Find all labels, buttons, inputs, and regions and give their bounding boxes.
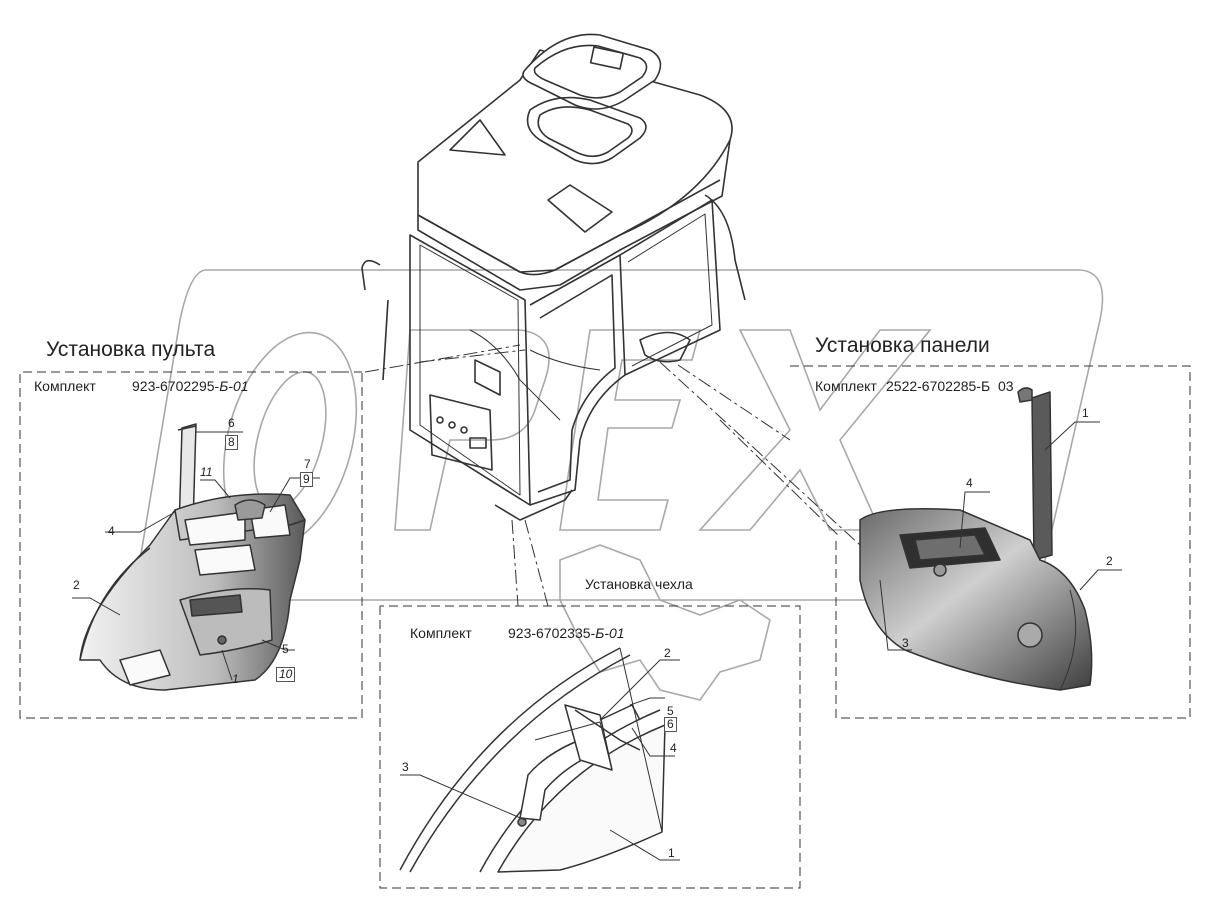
panel-kit-number: 2522-6702285-Б [886,378,991,394]
panel-kit-label: Комплект [815,378,877,394]
section-frames [19,365,1191,889]
cover-callout-6: 6 [664,717,677,732]
console-callout-7: 7 [304,457,311,471]
console-drawing [79,423,306,691]
console-callout-6: 6 [228,416,235,430]
console-callout-10: 10 [276,667,296,682]
panel-callout-3: 3 [902,636,909,650]
panel-section-title: Установка панели [815,334,990,357]
cover-section-title: Установка чехла [585,576,693,592]
cover-callout-2: 2 [664,646,671,660]
console-kit-label: Комплект [34,378,96,394]
console-callout-8: 8 [225,435,238,450]
console-callout-4: 4 [108,524,115,538]
console-callout-9: 9 [300,472,313,487]
console-kit-number: 923-6702295- [132,378,220,394]
cab-drawing [361,33,746,521]
cover-callout-4: 4 [670,741,677,755]
panel-kit-suffix: 03 [997,378,1014,394]
console-section-title: Установка пульта [46,338,216,361]
cover-callout-1: 1 [668,846,675,860]
cover-kit-label: Комплект [410,625,472,641]
panel-callout-4: 4 [966,476,973,490]
panel-kit-code: 2522-6702285-Б 03 [886,378,1014,394]
console-kit-suffix: Б-01 [219,378,249,394]
console-callout-5: 5 [282,642,289,656]
panel-callout-1: 1 [1082,406,1089,420]
cover-callout-5: 5 [667,704,674,718]
panel-callout-2: 2 [1106,554,1113,568]
console-kit-code: 923-6702295-Б-01 [132,378,249,394]
cover-drawing [399,647,666,873]
panel-drawing [859,387,1093,691]
console-callout-11: 11 [200,465,213,479]
console-callout-1: 1 [232,672,239,686]
cover-kit-suffix: Б-01 [595,625,625,641]
cover-kit-code: 923-6702335-Б-01 [508,625,625,641]
cover-callout-3: 3 [402,760,409,774]
console-callout-2: 2 [73,578,80,592]
leader-lines [72,421,1122,861]
cover-kit-number: 923-6702335- [508,625,596,641]
connector-lines [364,344,861,607]
